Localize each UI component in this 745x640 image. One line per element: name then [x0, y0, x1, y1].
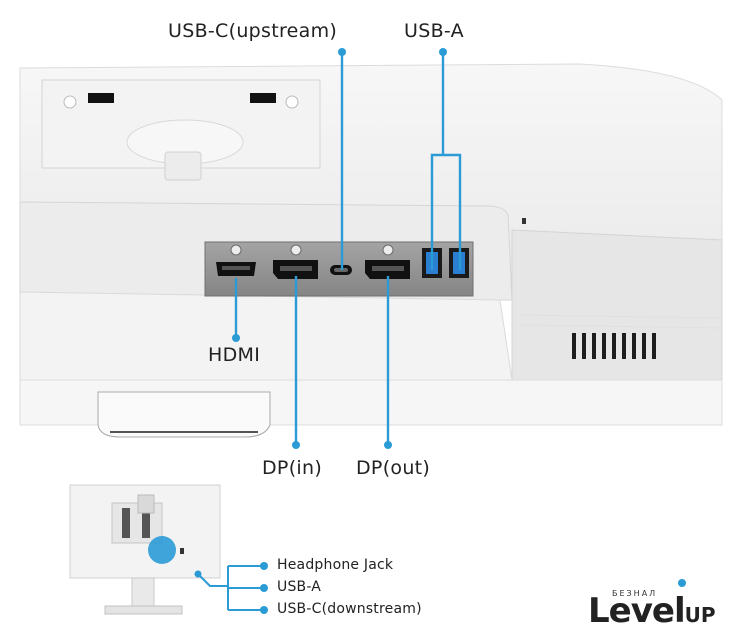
label-usb-a-top: USB-A [404, 20, 464, 42]
label-dp-out: DP(out) [356, 457, 431, 479]
label-usb-a-side: USB-A [277, 579, 322, 595]
stand-foot [97, 391, 271, 438]
logo-main-text: LevelUP [588, 591, 716, 631]
small-monitor-illustration [69, 484, 221, 615]
logo-small-text: БЕЗНАЛ [612, 589, 658, 598]
label-usb-c-downstream: USB-C(downstream) [277, 601, 422, 617]
label-hdmi: HDMI [208, 344, 261, 366]
vent-slots [572, 333, 656, 359]
label-dp-in: DP(in) [262, 457, 323, 479]
label-usb-c-upstream: USB-C(upstream) [168, 20, 338, 42]
label-headphone-jack: Headphone Jack [277, 557, 394, 573]
logo-up: UP [684, 603, 716, 627]
logo-level: Level [588, 591, 686, 631]
monitor-lower-body [19, 291, 513, 381]
